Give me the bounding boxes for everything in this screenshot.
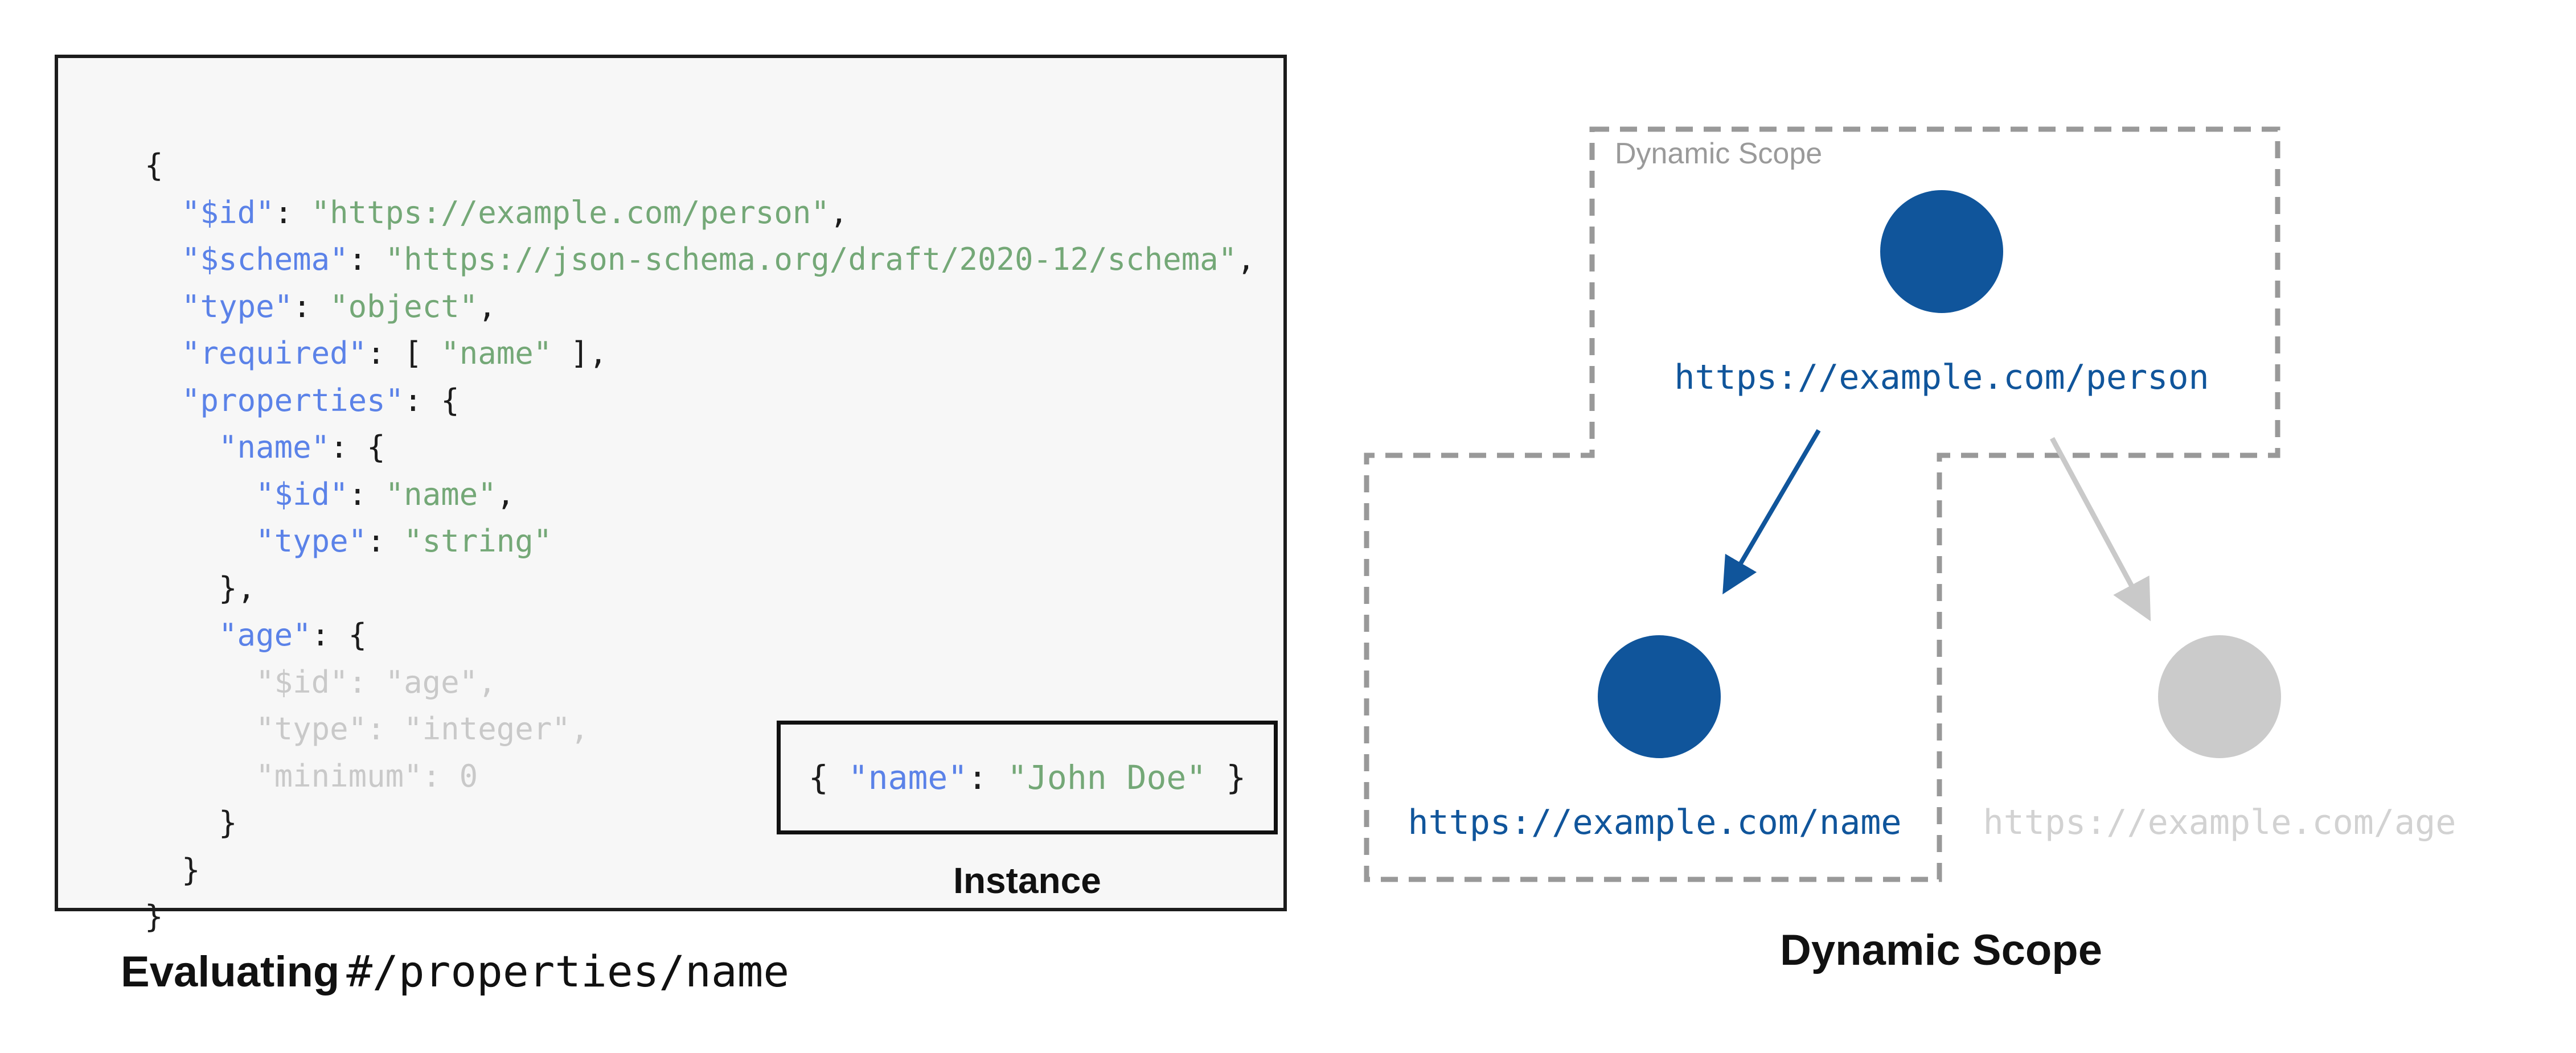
age-node <box>2158 635 2281 758</box>
instance-json: { "name": "John Doe" } <box>809 758 1246 797</box>
left-caption: Evaluating#/properties/name <box>121 946 789 997</box>
code-token: "https://json-schema.org/draft/2020-12/s… <box>385 241 1237 277</box>
code-token: : <box>348 476 385 512</box>
code-token <box>145 241 182 277</box>
code-token: "minimum": 0 <box>145 758 478 794</box>
code-token: : <box>348 241 385 277</box>
code-token <box>145 335 182 371</box>
code-token: : { <box>404 382 460 418</box>
code-line: "$id": "name", <box>145 471 1256 519</box>
person-node-label: https://example.com/person <box>1674 357 2209 397</box>
code-token: "required" <box>182 335 367 371</box>
code-token: : <box>967 758 1008 797</box>
code-token: "https://example.com/person" <box>311 194 830 231</box>
code-token <box>145 195 182 231</box>
code-token: } <box>145 805 237 841</box>
code-token: }, <box>145 570 256 606</box>
left-caption-word: Evaluating <box>121 948 340 996</box>
code-token <box>145 289 182 324</box>
name-node-label: https://example.com/name <box>1408 803 1902 842</box>
code-line: }, <box>145 565 1256 612</box>
code-line: "type": "string" <box>145 518 1256 565</box>
code-token: "name" <box>385 476 497 512</box>
code-line: "$id": "age", <box>145 659 1256 706</box>
scope-region-label: Dynamic Scope <box>1615 137 1823 170</box>
code-token: : { <box>330 429 385 465</box>
code-token: "name" <box>219 429 330 465</box>
code-line: "type": "integer", <box>145 706 1256 753</box>
code-line: } <box>145 847 1256 894</box>
code-token: } <box>145 899 163 935</box>
instance-label: Instance <box>953 860 1101 901</box>
code-line: "age": { <box>145 612 1256 659</box>
code-token <box>145 523 256 559</box>
person-node <box>1880 190 2003 313</box>
code-token: "name" <box>441 335 552 371</box>
code-line: } <box>145 894 1256 941</box>
code-token: "properties" <box>182 382 404 418</box>
code-token: : <box>367 523 404 559</box>
code-token: } <box>145 852 200 888</box>
code-token: : { <box>311 617 367 653</box>
code-token <box>145 617 219 653</box>
schema-panel: { "$id": "https://example.com/person", "… <box>55 55 1287 935</box>
code-token: : [ <box>367 335 441 371</box>
code-token: "type" <box>182 288 293 324</box>
code-line: "name": { <box>145 424 1256 471</box>
code-token: , <box>478 288 497 324</box>
code-token: { <box>808 758 848 797</box>
code-line: "type": "object", <box>145 283 1256 331</box>
code-token: , <box>496 476 515 512</box>
person-to-age-arrow <box>2050 437 2151 622</box>
code-token: "object" <box>330 288 478 324</box>
code-line: "properties": { <box>145 377 1256 425</box>
code-token <box>145 429 219 465</box>
left-caption-json-pointer: #/properties/name <box>346 946 790 997</box>
person-to-name-arrow <box>1722 429 1821 595</box>
code-token: { <box>145 147 163 183</box>
code-line: "required": [ "name" ], <box>145 330 1256 377</box>
code-token: "John Doe" <box>1007 758 1207 797</box>
age-node-label: https://example.com/age <box>1983 803 2456 842</box>
code-token: "type": "integer", <box>145 711 589 747</box>
code-token: "$id" <box>182 194 274 231</box>
code-token: "name" <box>848 758 968 797</box>
code-token: : <box>274 194 311 231</box>
code-token: "string" <box>404 523 552 559</box>
code-token: "$schema" <box>182 241 348 277</box>
code-line: "$schema": "https://json-schema.org/draf… <box>145 236 1256 283</box>
code-token: } <box>1206 758 1246 797</box>
code-token: : <box>293 288 330 324</box>
code-line: "$id": "https://example.com/person", <box>145 190 1256 237</box>
name-node <box>1598 635 1721 758</box>
code-token: , <box>1237 241 1256 277</box>
code-line: "minimum": 0 <box>145 753 1256 800</box>
schema-code: { "$id": "https://example.com/person", "… <box>145 142 1256 941</box>
code-token: "$id" <box>256 476 348 512</box>
code-token <box>145 476 256 512</box>
instance-box: { "name": "John Doe" } <box>777 721 1278 834</box>
code-token: ], <box>552 335 608 371</box>
code-token: "age" <box>219 617 311 653</box>
code-token: "$id": "age", <box>145 664 497 700</box>
dynamic-scope-outline <box>1364 126 2280 882</box>
code-line: } <box>145 800 1256 847</box>
code-line: { <box>145 142 1256 190</box>
code-token: "type" <box>256 523 367 559</box>
code-token: , <box>829 194 848 231</box>
code-token <box>145 382 182 418</box>
right-caption: Dynamic Scope <box>1780 926 2102 974</box>
